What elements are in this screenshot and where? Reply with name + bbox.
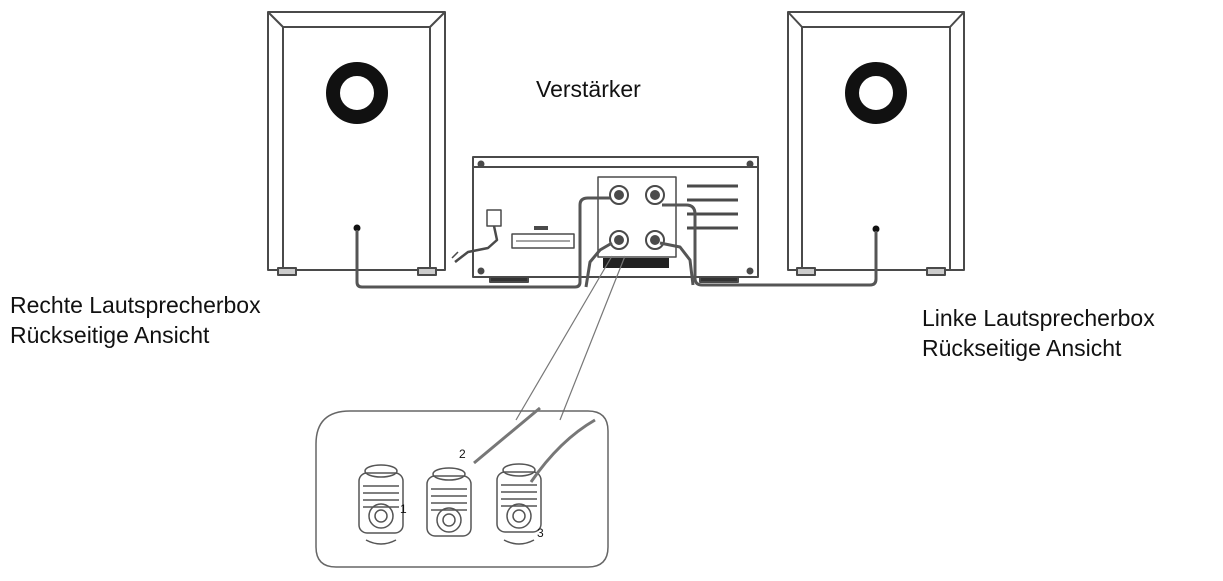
terminal-post-icon [645,185,665,205]
terminal-post-2 [426,467,472,537]
woofer-icon [845,62,907,124]
left-speaker-label-line2: Rückseitige Ansicht [922,335,1122,361]
speaker-terminal-dot [353,224,361,232]
panel-slot [511,233,575,249]
zoom-leader-lines [515,255,626,421]
speaker-cables [355,196,878,289]
power-socket-icon [451,209,502,263]
right-speaker-label-line1: Rechte Lautsprecherbox [10,292,261,318]
step-number-3: 3 [537,526,544,540]
terminal-post-1 [358,464,404,545]
woofer-icon [326,62,388,124]
left-speaker-label-line1: Linke Lautsprecherbox [922,305,1155,331]
inserted-wire [529,418,596,483]
terminal-post-icon [645,230,665,250]
terminal-detail-inset [315,406,609,568]
terminal-post-icon [609,230,629,250]
step-number-1: 1 [400,502,407,516]
right-speaker-label: Rechte Lautsprecherbox Rückseitige Ansic… [10,290,261,350]
right-speaker-label-line2: Rückseitige Ansicht [10,322,210,348]
terminal-post-icon [609,185,629,205]
left-speaker-label: Linke Lautsprecherbox Rückseitige Ansich… [922,303,1155,363]
step-number-2: 2 [459,447,466,461]
bare-wire [473,406,541,465]
speaker-terminal-block [597,176,677,258]
amplifier-label: Verstärker [536,76,641,102]
speaker-terminal-dot [872,225,880,233]
amplifier-rear-panel [451,156,759,283]
terminal-post-3 [496,463,542,545]
